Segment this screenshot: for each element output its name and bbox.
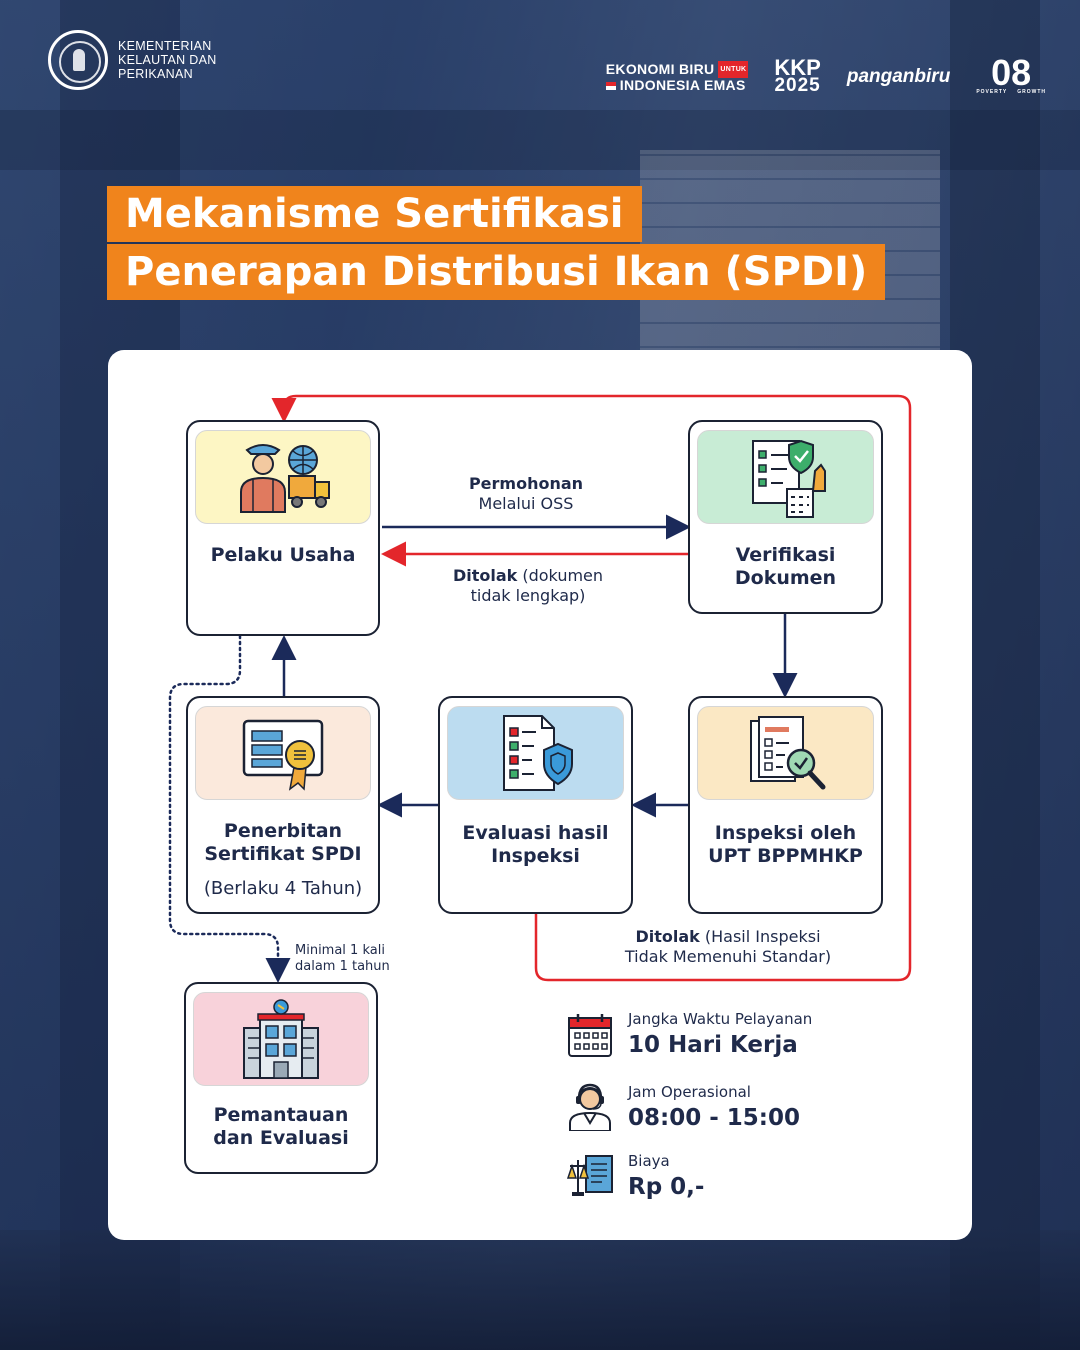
edge-label-ditolak-dokumen: Ditolak (dokumen tidak lengkap) — [452, 566, 604, 605]
org-name: KEMENTERIAN KELAUTAN DAN PERIKANAN — [118, 39, 217, 81]
panganbiru-logo: panganbiru — [846, 66, 951, 87]
inspection-magnifier-icon — [749, 716, 825, 790]
label-pemantauan-1: Pemantauan — [213, 1104, 349, 1126]
label-inspeksi-1: Inspeksi oleh — [714, 822, 857, 844]
info-value-1: 08:00 - 15:00 — [628, 1105, 800, 1131]
legal-fee-icon — [566, 1152, 614, 1200]
garuda-seal-icon — [48, 30, 108, 90]
label-verifikasi-1: Verifikasi — [735, 544, 836, 566]
kkp-logo: KEMENTERIAN KELAUTAN DAN PERIKANAN — [48, 30, 217, 90]
label-evaluasi-2: Inspeksi — [491, 845, 580, 867]
node-inspeksi: Inspeksi oleh UPT BPPMHKP — [688, 696, 883, 914]
inspeksi-illustration — [697, 706, 874, 800]
label-penerbitan-2: Sertifikat SPDI — [204, 843, 362, 865]
flag-icon — [605, 81, 616, 90]
operator-icon — [566, 1083, 614, 1132]
info-fee: Biaya Rp 0,- — [566, 1152, 704, 1204]
node-pelaku-usaha: Pelaku Usaha — [186, 420, 380, 636]
flow-card: Pelaku Usaha Verifikasi Dokumen — [108, 350, 972, 1240]
kkp-2025-logo: KKP 2025 — [774, 55, 821, 96]
pelaku-usaha-illustration — [195, 430, 371, 524]
node-penerbitan: Penerbitan Sertifikat SPDI (Berlaku 4 Ta… — [186, 696, 380, 914]
info-service-time: Jangka Waktu Pelayanan 10 Hari Kerja — [566, 1010, 812, 1062]
label-evaluasi-1: Evaluasi hasil — [462, 822, 609, 844]
arrow-ditolak-inspeksi — [271, 394, 912, 982]
label-penerbitan-1: Penerbitan — [223, 820, 343, 842]
info-label-0: Jangka Waktu Pelayanan — [628, 1010, 813, 1028]
label-pemantauan-2: dan Evaluasi — [213, 1127, 349, 1149]
document-check-icon — [751, 439, 826, 518]
flow-connectors — [168, 394, 912, 983]
pemantauan-illustration — [193, 992, 369, 1086]
checklist-shield-icon — [502, 715, 573, 791]
info-value-0: 10 Hari Kerja — [628, 1032, 798, 1058]
node-verifikasi-dokumen: Verifikasi Dokumen — [688, 420, 883, 614]
arrow-pemantauan — [168, 634, 291, 983]
government-building-icon — [243, 999, 319, 1079]
verifikasi-illustration — [697, 430, 874, 524]
node-pemantauan: Pemantauan dan Evaluasi — [184, 982, 378, 1174]
label-inspeksi-2: UPT BPPMHKP — [708, 845, 863, 867]
node-evaluasi: Evaluasi hasil Inspeksi — [438, 696, 633, 914]
title-line-2: Penerapan Distribusi Ikan (SPDI) — [107, 244, 886, 300]
penerbitan-illustration — [195, 706, 371, 800]
info-label-1: Jam Operasional — [628, 1083, 751, 1101]
entrepreneur-icon — [240, 444, 330, 513]
edge-label-ditolak-inspeksi: Ditolak (Hasil Inspeksi Tidak Memenuhi S… — [624, 927, 832, 966]
info-label-2: Biaya — [628, 1152, 670, 1170]
certificate-icon — [242, 719, 324, 791]
info-value-2: Rp 0,- — [628, 1174, 705, 1200]
label-pelaku-usaha: Pelaku Usaha — [210, 544, 356, 566]
edge-label-permohonan: Permohonan Melalui OSS — [468, 474, 584, 513]
calendar-icon — [566, 1010, 614, 1058]
info-operating-hours: Jam Operasional 08:00 - 15:00 — [566, 1083, 800, 1135]
title-line-1: Mekanisme Sertifikasi — [107, 186, 642, 242]
evaluasi-illustration — [447, 706, 624, 800]
edge-label-pemantauan: Minimal 1 kali dalam 1 tahun — [295, 943, 390, 974]
label-penerbitan-validity: (Berlaku 4 Tahun) — [203, 878, 363, 899]
label-verifikasi-2: Dokumen — [734, 567, 837, 589]
